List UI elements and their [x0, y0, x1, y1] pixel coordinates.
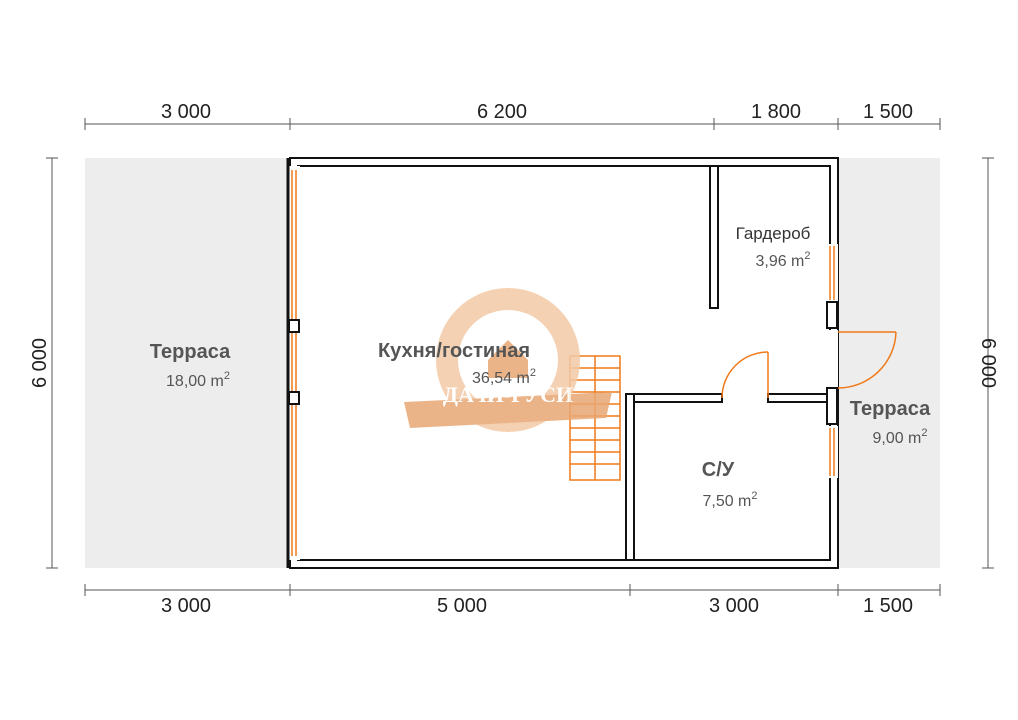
watermark-logo: ДАЧИ-РУСИ [404, 288, 612, 432]
dim-bottom-2: 5 000 [437, 595, 487, 617]
room-area: 36,54 m2 [472, 367, 536, 387]
terrace-right-area [838, 158, 940, 568]
room-name: Терраса [850, 398, 931, 420]
right-wall-openings [826, 244, 897, 478]
dimension-labels-bottom: 3 000 5 000 3 000 1 500 [152, 594, 922, 617]
room-name: Гардероб [736, 224, 811, 243]
room-area: 3,96 m2 [755, 250, 810, 270]
room-name: Кухня/гостиная [378, 340, 530, 362]
dim-bottom-1: 3 000 [161, 595, 211, 617]
dim-bottom-3: 3 000 [709, 595, 759, 617]
room-area: 7,50 m2 [702, 490, 757, 510]
dim-top-1: 3 000 [161, 101, 211, 123]
room-kitchen: Кухня/гостиная 36,54 m2 [378, 340, 536, 387]
dim-bottom-4: 1 500 [863, 595, 913, 617]
room-bathroom: С/У 7,50 m2 [702, 459, 758, 510]
left-window-wall [286, 158, 300, 568]
dim-top-2: 6 200 [477, 101, 527, 123]
dim-top-4: 1 500 [863, 101, 913, 123]
room-wardrobe: Гардероб 3,96 m2 [736, 224, 811, 270]
watermark-brand: ДАЧИ-РУСИ [443, 382, 573, 407]
room-area: 9,00 m2 [872, 427, 927, 447]
dimension-lines [46, 118, 994, 596]
dimension-labels-side: 6 000 6 000 [29, 338, 999, 388]
dimension-labels-top: 3 000 6 200 1 800 1 500 [152, 100, 922, 123]
room-area: 18,00 m2 [166, 370, 230, 390]
room-terrace-left: Терраса 18,00 m2 [150, 341, 231, 390]
dim-left: 6 000 [29, 338, 51, 388]
wardrobe-partition [709, 165, 719, 309]
bathroom-door [721, 351, 769, 399]
terrace-left-area [85, 158, 290, 568]
room-name: С/У [702, 459, 735, 481]
dim-top-3: 1 800 [751, 101, 801, 123]
room-name: Терраса [150, 341, 231, 363]
room-terrace-right: Терраса 9,00 m2 [850, 398, 931, 447]
dim-right: 6 000 [977, 338, 999, 388]
